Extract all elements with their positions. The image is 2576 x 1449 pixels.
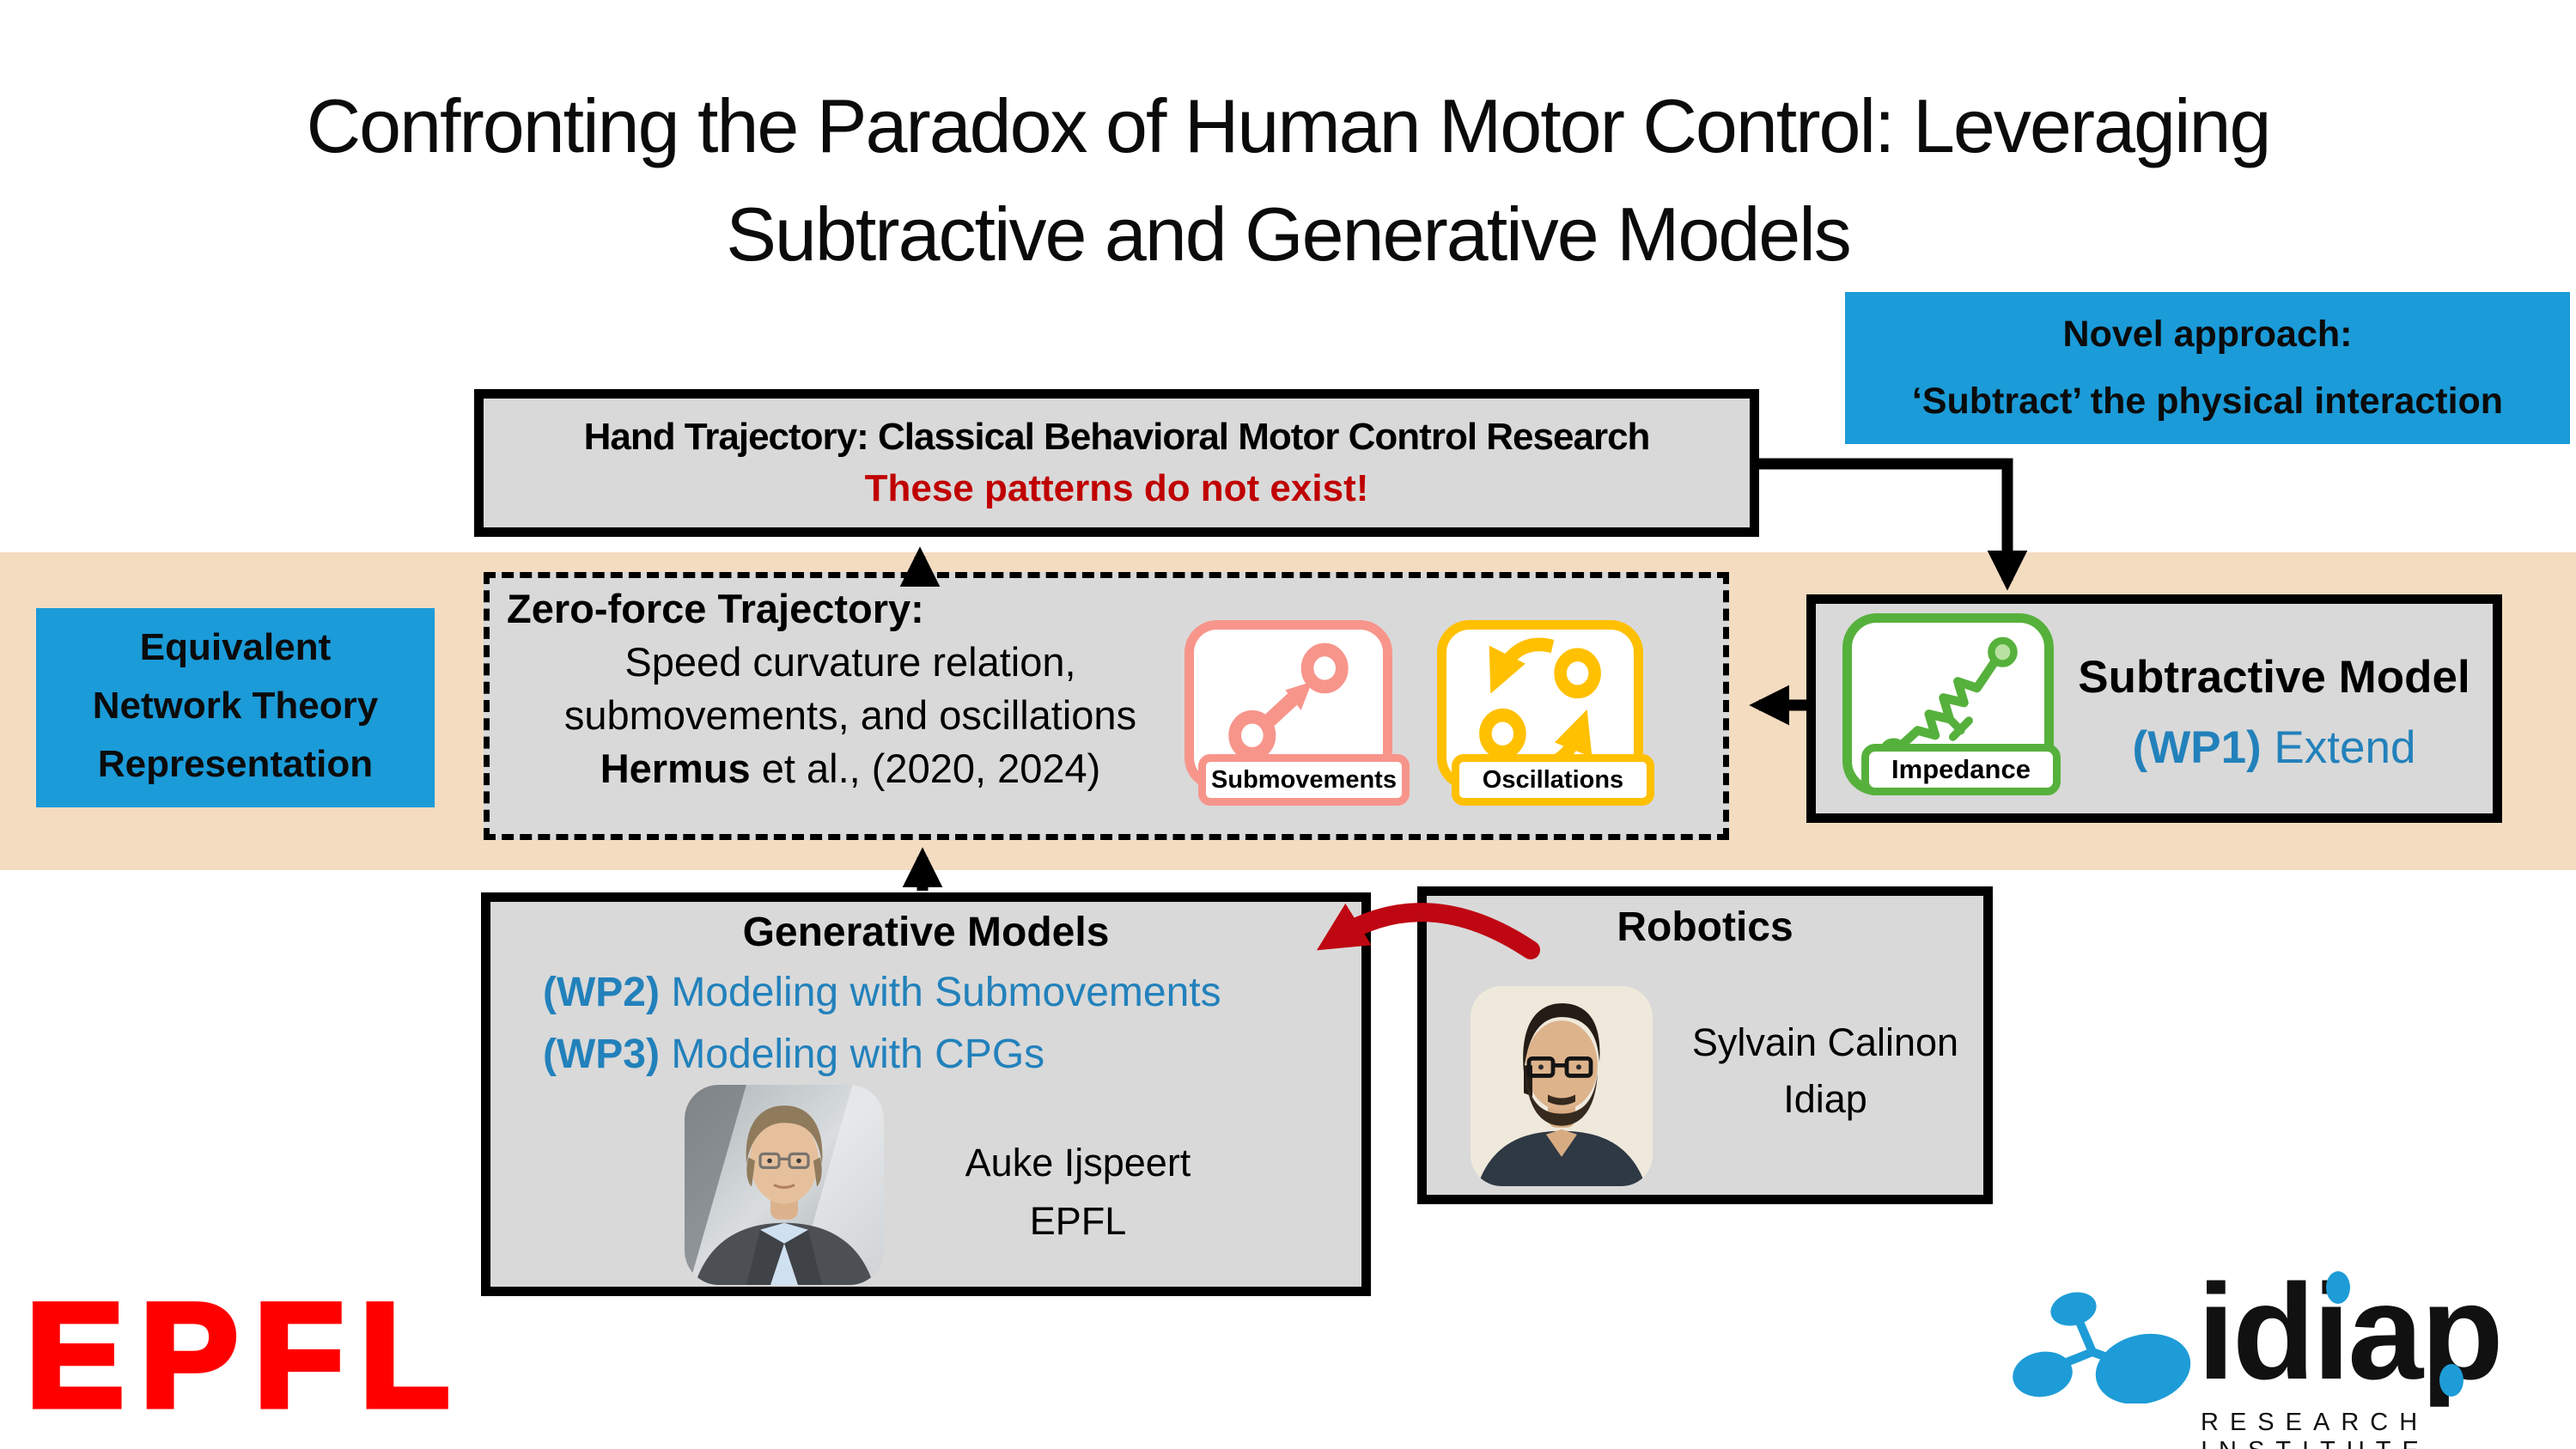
novel-approach-callout: Novel approach: ‘Subtract’ the physical … [1845,292,2570,444]
zero-force-line-3: submovements, and oscillations [563,692,1137,738]
idiap-logo-blue-dot-i [2326,1271,2350,1304]
sylvain-calinon-name: Sylvain Calinon [1691,1020,1959,1064]
generative-models-wp3: (WP3) Modeling with CPGs [543,1032,1045,1077]
idiap-molecule-icon [2013,1292,2191,1403]
sylvain-calinon-affiliation: Idiap [1783,1077,1867,1121]
epfl-logo: EPFL [23,1273,466,1438]
novel-approach-line-1: Novel approach: [2062,314,2353,355]
hand-trajectory-warning: These patterns do not exist! [864,467,1369,509]
equivalent-line-2: Network Theory [92,685,379,727]
novel-approach-line-2: ‘Subtract’ the physical interaction [1911,381,2504,422]
subtractive-model-wp1: (WP1) Extend [2132,722,2416,773]
generative-models-box [481,892,1371,1296]
idiap-logo: idiap RESEARCH INSTITUTE [2010,1261,2576,1449]
hand-trajectory-title: Hand Trajectory: Classical Behavioral Mo… [583,416,1651,458]
title-line-2: Subtractive and Generative Models [726,192,1852,277]
idiap-logo-subtext: RESEARCH INSTITUTE [2201,1409,2429,1449]
oscillations-label: Oscillations [1452,754,1654,806]
generative-models-title: Generative Models [742,910,1110,955]
page-title: Confronting the Paradox of Human Motor C… [0,72,2576,289]
hand-trajectory-box: Hand Trajectory: Classical Behavioral Mo… [474,389,1759,537]
auke-ijspeert-photo [685,1085,884,1285]
auke-ijspeert-name: Auke Ijspeert [965,1141,1191,1184]
impedance-label: Impedance [1861,744,2061,795]
equivalent-line-3: Representation [97,743,374,785]
equivalent-network-callout: Equivalent Network Theory Representation [36,608,435,807]
robotics-title: Robotics [1617,904,1793,950]
zero-force-title: Zero-force Trajectory: [507,586,924,631]
auke-ijspeert-affiliation: EPFL [1029,1199,1127,1243]
sylvain-calinon-photo [1471,986,1653,1186]
equivalent-line-1: Equivalent [139,626,332,668]
zero-force-line-2: Speed curvature relation, [624,639,1076,685]
zero-force-text: Zero-force Trajectory: Speed curvature r… [507,582,1194,795]
generative-models-wp2: (WP2) Modeling with Submovements [543,970,1221,1015]
submovements-label: Submovements [1198,754,1410,806]
idiap-logo-blue-dot-p [2439,1364,2463,1397]
title-line-1: Confronting the Paradox of Human Motor C… [306,83,2272,168]
subtractive-model-title: Subtractive Model [2078,652,2470,703]
zero-force-citation: Hermus et al., (2020, 2024) [600,746,1101,791]
